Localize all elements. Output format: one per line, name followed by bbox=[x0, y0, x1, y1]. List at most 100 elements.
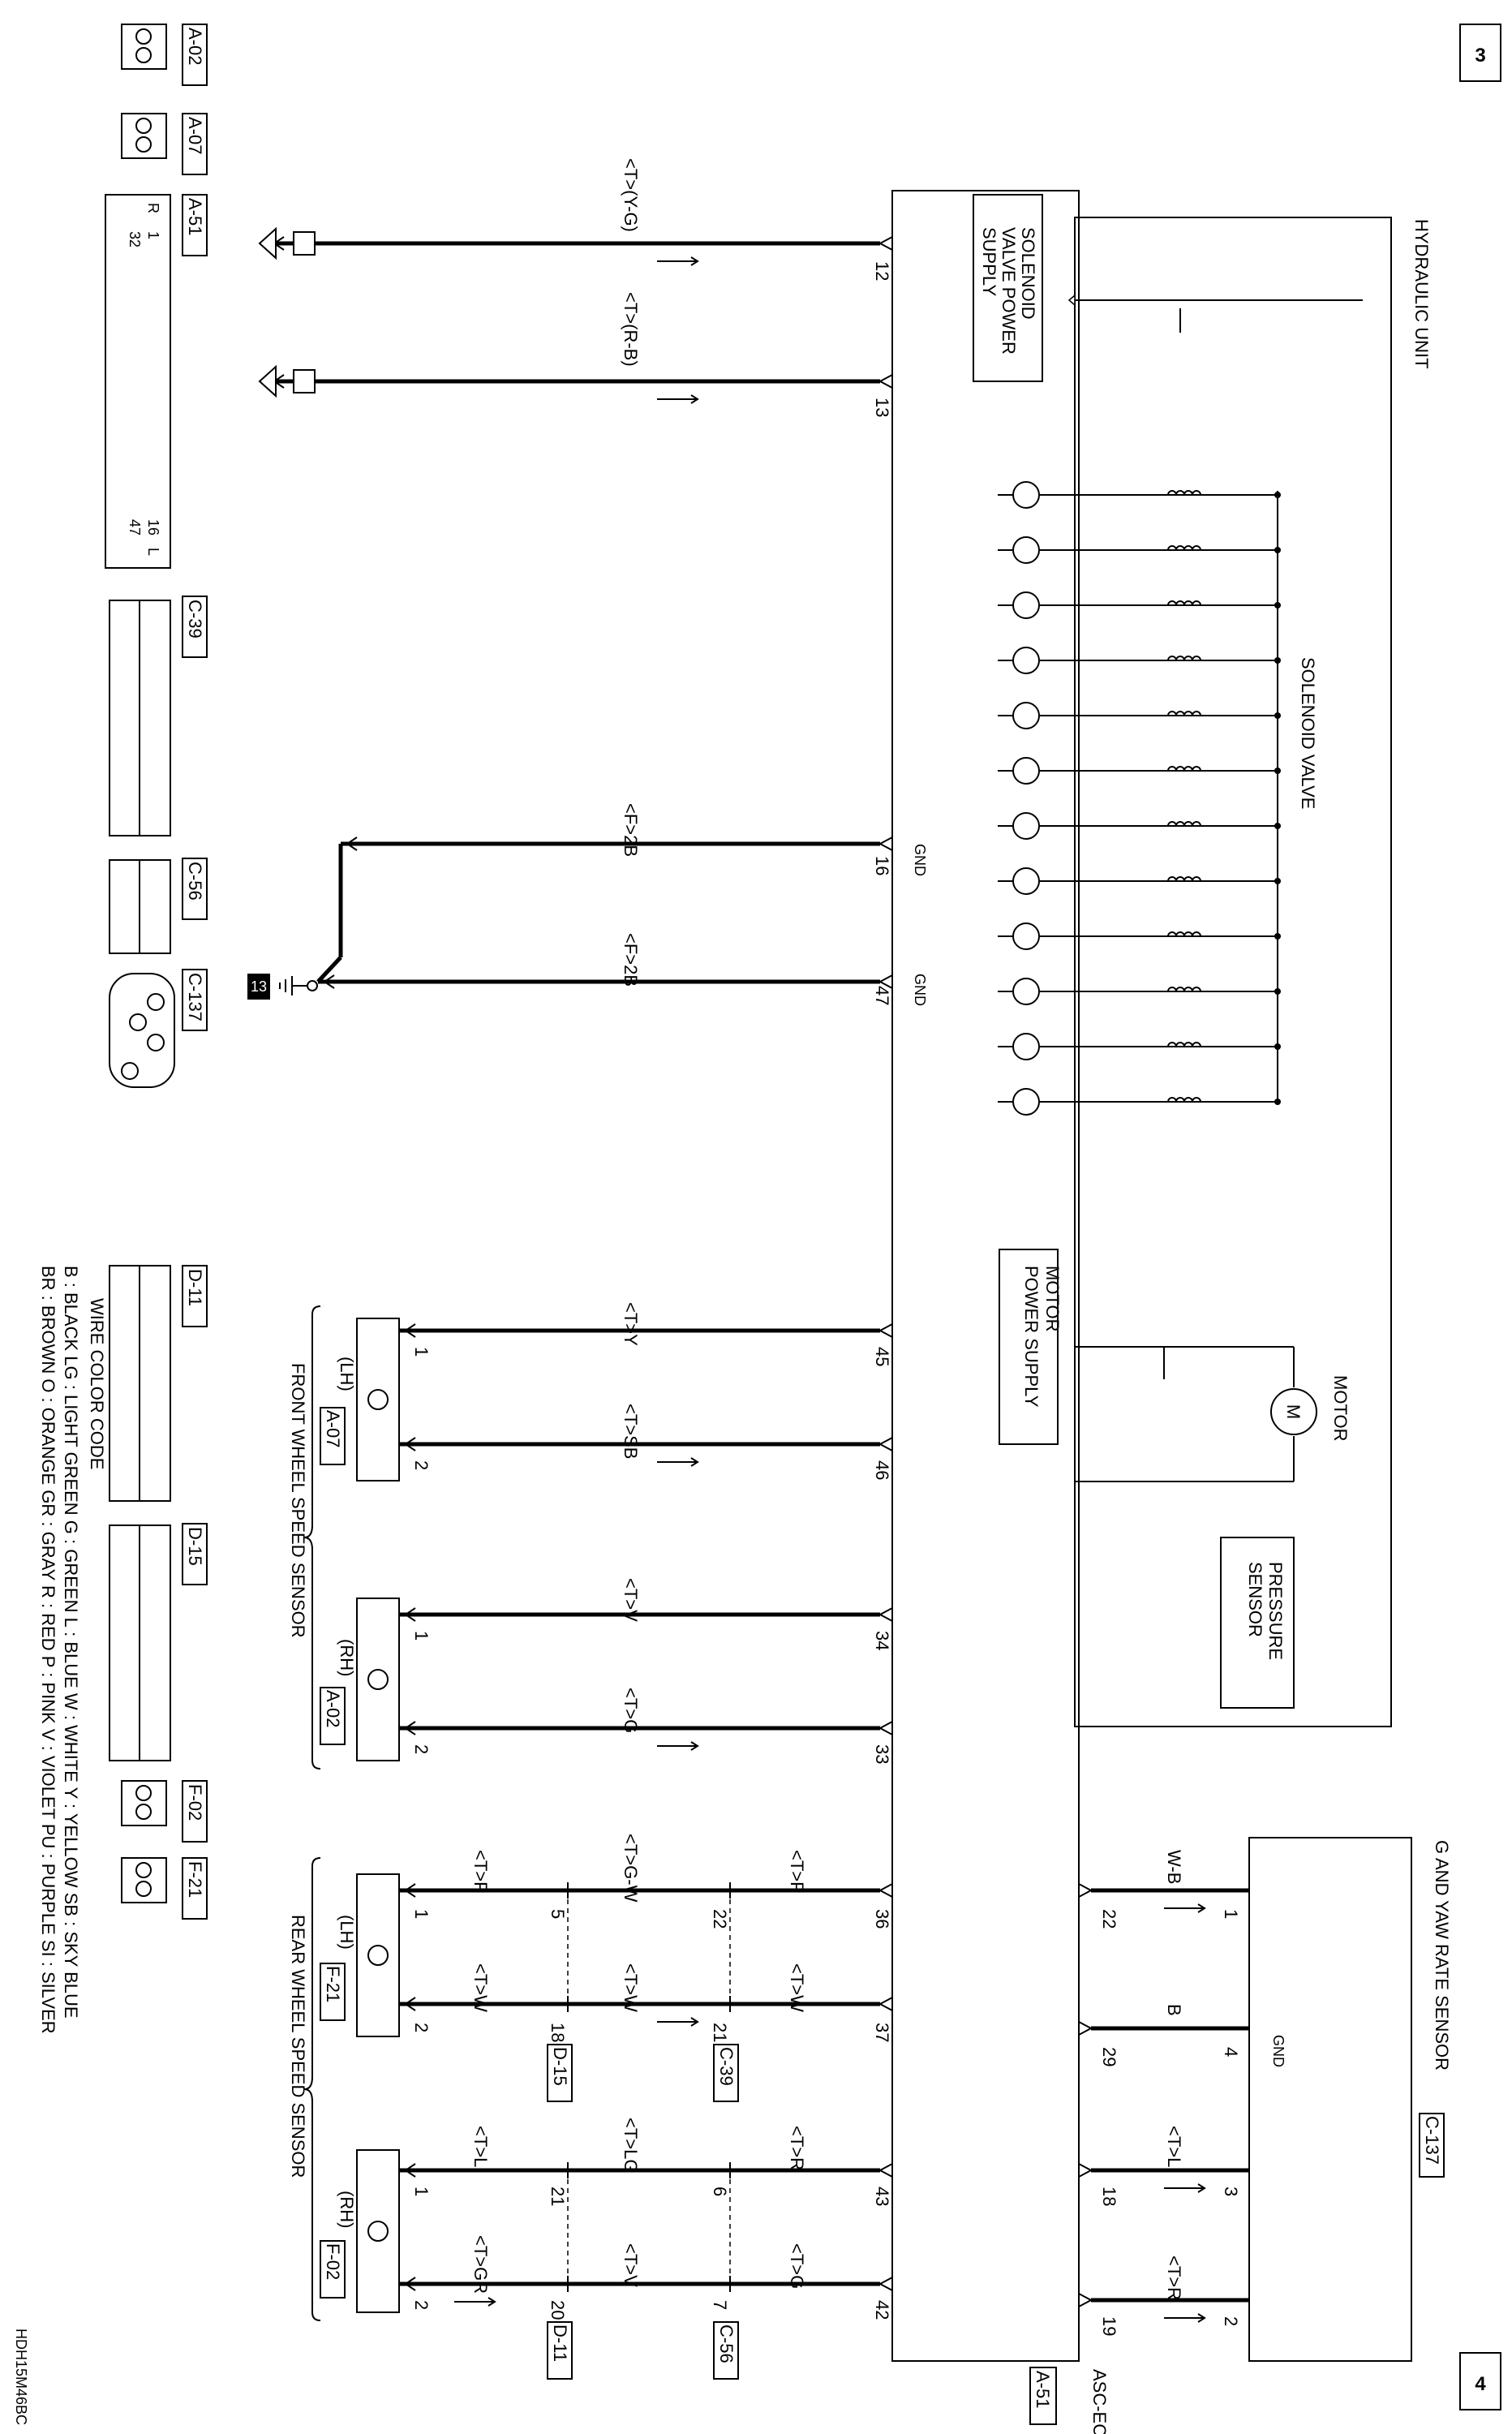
svg-text:22: 22 bbox=[1099, 1909, 1119, 1929]
wire-label-37: <T>W bbox=[787, 1963, 807, 2012]
page-marker-right: 4 bbox=[1459, 2352, 1501, 2410]
wire-47-pin-mark bbox=[878, 974, 893, 989]
pin-43: 43 bbox=[872, 2187, 892, 2206]
svg-text:SUPPLY: SUPPLY bbox=[979, 227, 999, 297]
pin-16: 16 bbox=[872, 856, 892, 875]
svg-text:G AND YAW RATE SENSOR: G AND YAW RATE SENSOR bbox=[1432, 1840, 1452, 2071]
solenoid-node-1 bbox=[1274, 492, 1281, 498]
svg-text:2: 2 bbox=[411, 1744, 432, 1754]
svg-text:19: 19 bbox=[1099, 2316, 1119, 2336]
solenoid-transistor-6 bbox=[1012, 757, 1040, 785]
conn-a51: A-51 R 1 32 16 47 L bbox=[105, 194, 208, 569]
wire13-arrow-head bbox=[690, 394, 699, 404]
svg-text:ASC-ECU: ASC-ECU bbox=[1089, 2369, 1110, 2434]
wire-label-46: <T>SB bbox=[621, 1404, 641, 1459]
svg-text:FRONT WHEEL SPEED SENSOR: FRONT WHEEL SPEED SENSOR bbox=[288, 1363, 308, 1638]
svg-text:1: 1 bbox=[1221, 1909, 1241, 1919]
solenoid-coil-8-3 bbox=[1192, 876, 1201, 882]
svg-text:F-02: F-02 bbox=[185, 1784, 205, 1821]
svg-text:21: 21 bbox=[548, 2187, 568, 2206]
svg-text:47: 47 bbox=[127, 519, 143, 535]
solenoid-coil-11-3 bbox=[1192, 1042, 1201, 1047]
wire-labels: <T>(Y-G) <T>(R-B) <F>2B <F>2B <T>Y <T>SB… bbox=[470, 158, 1184, 2300]
svg-text:(RH): (RH) bbox=[337, 2191, 357, 2228]
wire-36-end-mark bbox=[404, 1883, 416, 1898]
wire-label-m36: <T>G-W bbox=[621, 1834, 641, 1903]
svg-text:2: 2 bbox=[1221, 2316, 1241, 2326]
solenoid-coil-2-3 bbox=[1192, 545, 1201, 551]
svg-text:M: M bbox=[1283, 1404, 1304, 1419]
svg-text:7: 7 bbox=[710, 2300, 730, 2310]
svg-text:HYDRAULIC UNIT: HYDRAULIC UNIT bbox=[1411, 219, 1432, 369]
wire-label-45: <T>Y bbox=[621, 1302, 641, 1346]
svg-text:SOLENOID VALVE: SOLENOID VALVE bbox=[1298, 657, 1318, 809]
wire-label-l42: <T>GR bbox=[470, 2235, 491, 2294]
wire-42-end-mark bbox=[404, 2277, 416, 2291]
figure-id: HDH15M46BC bbox=[13, 2329, 29, 2425]
svg-text:1: 1 bbox=[411, 1909, 432, 1919]
svg-text:A-51: A-51 bbox=[1033, 2371, 1053, 2408]
wire-label-36: <T>P bbox=[787, 1850, 807, 1894]
svg-text:D-15: D-15 bbox=[185, 1527, 205, 1566]
wire-42-pin-mark bbox=[878, 2277, 893, 2291]
pin-45: 45 bbox=[872, 1347, 892, 1366]
solenoid-transistor-4 bbox=[1012, 647, 1040, 674]
wire-46-end-mark bbox=[404, 1437, 416, 1451]
pin-33: 33 bbox=[872, 1744, 892, 1764]
svg-text:D-11: D-11 bbox=[185, 1269, 205, 1306]
svg-text:F-21: F-21 bbox=[323, 1966, 343, 2002]
conn-d11: D-11 bbox=[109, 1265, 208, 1502]
motor-icon bbox=[1270, 1388, 1317, 1435]
intermediate-pins: 22 21 6 7 5 18 21 20 C-39 C-56 D-15 D-11 bbox=[547, 1909, 739, 2380]
svg-text:F-21: F-21 bbox=[185, 1861, 205, 1898]
svg-text:2: 2 bbox=[411, 1460, 432, 1470]
solenoid-transistor-8 bbox=[1012, 867, 1040, 895]
terminal-arrow-1 bbox=[258, 364, 277, 398]
ground-join-2 bbox=[316, 956, 342, 983]
svg-text:3: 3 bbox=[1475, 45, 1485, 67]
wire-label-gr: <T>R bbox=[1164, 2256, 1184, 2300]
svg-text:VALVE POWER: VALVE POWER bbox=[999, 227, 1019, 355]
svg-text:A-51: A-51 bbox=[185, 198, 205, 235]
solenoid-coil-4-3 bbox=[1192, 656, 1201, 661]
wire-label-42: <T>G bbox=[787, 2243, 807, 2289]
wire-13-pin-mark bbox=[878, 374, 893, 389]
svg-text:SOLENOID: SOLENOID bbox=[1018, 227, 1038, 320]
solenoid-coil-6-3 bbox=[1192, 766, 1201, 772]
terminal-arrow-0 bbox=[258, 226, 277, 260]
wire-label-b: B bbox=[1164, 2004, 1184, 2016]
wire-45-pin-mark bbox=[878, 1323, 893, 1338]
solenoid-coil-10-3 bbox=[1192, 987, 1201, 992]
solenoid-coil-5-3 bbox=[1192, 711, 1201, 716]
ecu-pin-labels: 12 13 16 47 45 46 34 33 36 37 43 42 GND … bbox=[872, 261, 928, 2320]
svg-text:1: 1 bbox=[411, 1347, 432, 1357]
terminal-box-0 bbox=[293, 231, 316, 256]
wire-color-legend: WIRE COLOR CODE B : BLACK LG : LIGHT GRE… bbox=[38, 1266, 107, 2034]
svg-text:POWER SUPPLY: POWER SUPPLY bbox=[1021, 1266, 1042, 1408]
pin-46: 46 bbox=[872, 1460, 892, 1480]
wire-43-end-mark bbox=[404, 2163, 416, 2178]
wire-33-end-mark bbox=[404, 1721, 416, 1735]
wire-43-pin-mark bbox=[878, 2163, 893, 2178]
wire19-arrow-head bbox=[1197, 2313, 1206, 2323]
solenoid-coil-12-3 bbox=[1192, 1097, 1201, 1103]
wire-34-pin-mark bbox=[878, 1607, 893, 1622]
svg-text:WIRE COLOR CODE: WIRE COLOR CODE bbox=[87, 1298, 107, 1469]
solenoid-node-2 bbox=[1274, 547, 1281, 553]
wire-16-end-mark bbox=[346, 836, 358, 851]
wire-label-34: <T>V bbox=[621, 1578, 641, 1622]
svg-text:A-02: A-02 bbox=[323, 1690, 343, 1727]
wire-34-end-mark bbox=[404, 1607, 416, 1622]
solenoid-node-8 bbox=[1274, 878, 1281, 884]
svg-text:MOTOR: MOTOR bbox=[1330, 1375, 1351, 1441]
svg-text:A-07: A-07 bbox=[323, 1410, 343, 1447]
svg-text:13: 13 bbox=[251, 978, 267, 995]
conn-a02: A-02 bbox=[121, 24, 208, 86]
svg-text:3: 3 bbox=[1221, 2187, 1241, 2196]
svg-text:D-11: D-11 bbox=[550, 2324, 570, 2362]
gnd-16: GND bbox=[912, 844, 928, 876]
svg-text:21: 21 bbox=[710, 2023, 730, 2042]
wire-label-m37: <T>W bbox=[621, 1963, 641, 2012]
asc-ecu: ASC-ECU A-51 bbox=[891, 190, 1110, 2434]
conn-f21: F-21 bbox=[121, 1857, 208, 1920]
